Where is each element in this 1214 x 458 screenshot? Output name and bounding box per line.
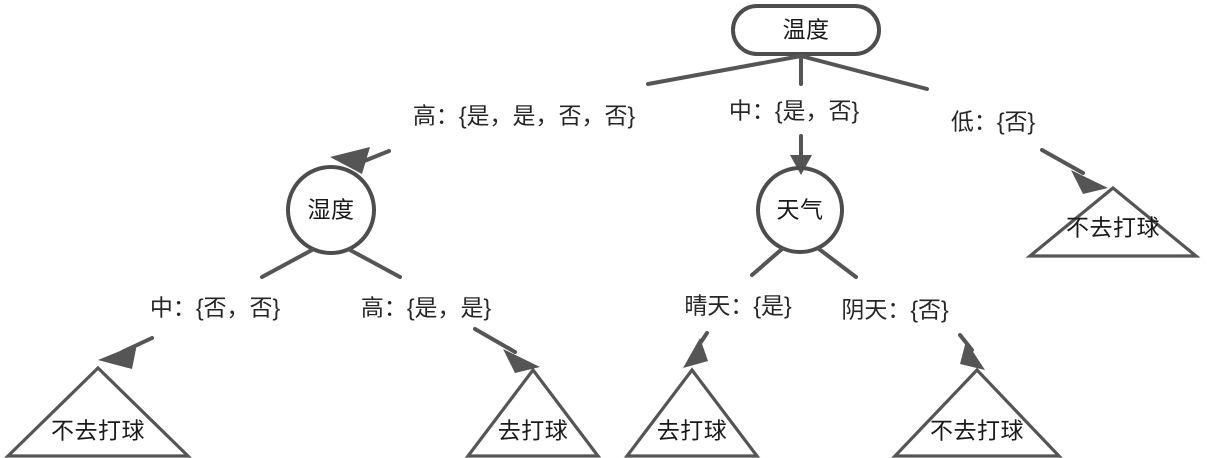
arrowhead-humidity-to-leaf-left (98, 344, 137, 369)
edge-humidity-to-leaf-right-lower (473, 327, 517, 354)
arrowhead-root-to-weather (790, 155, 812, 175)
leaf-label-4: 不去打球 (930, 417, 1024, 444)
leaf-triangle-2[interactable] (464, 367, 602, 458)
leaf-label-5: 不去打球 (1066, 214, 1160, 241)
edge-label-root-to-leaf-right: 低：{否} (950, 108, 1036, 135)
arrowhead-weather-to-leaf-right (960, 341, 985, 370)
edge-weather-to-leaf-left-upper (750, 247, 784, 277)
leaf-triangle-1[interactable] (4, 365, 192, 458)
root-node-label: 温度 (782, 16, 830, 43)
edge-label-weather-to-leaf-left: 晴天：{是} (684, 292, 792, 319)
arrowhead-humidity-to-leaf-right (503, 349, 540, 373)
edge-label-root-to-weather: 中：{是，否} (728, 97, 860, 124)
edge-label-weather-to-leaf-right: 阴天：{否} (841, 296, 949, 323)
root-node-shape[interactable] (731, 4, 881, 56)
arrowhead-root-to-leaf-right (1071, 170, 1108, 194)
leaf-triangle-5[interactable] (1025, 185, 1201, 258)
edge-humidity-to-leaf-left-upper (260, 248, 314, 279)
edge-root-to-leaf-right (799, 54, 929, 91)
arrowhead-weather-to-leaf-left (683, 338, 708, 368)
edge-label-humidity-to-leaf-left: 中：{否，否} (149, 294, 281, 321)
weather-node-label: 天气 (776, 196, 824, 223)
edge-label-root-to-humidity: 高：{是，是，否，否} (412, 102, 636, 129)
leaf-label-2: 去打球 (497, 417, 569, 444)
leaf-triangle-3[interactable] (623, 367, 761, 458)
edge-humidity-to-leaf-right-upper (348, 248, 402, 279)
weather-node-shape[interactable] (756, 166, 844, 254)
humidity-node-shape[interactable] (286, 165, 376, 255)
leaf-triangle-4[interactable] (891, 367, 1063, 458)
arrowhead-root-to-humidity (330, 147, 370, 174)
edge-label-humidity-to-leaf-right: 高：{是，是} (360, 294, 492, 321)
edge-weather-to-leaf-right-upper (817, 247, 858, 279)
leaf-label-1: 不去打球 (51, 417, 145, 444)
humidity-node-label: 湿度 (307, 196, 355, 223)
edge-root-to-humidity (646, 54, 803, 86)
leaf-label-3: 去打球 (656, 417, 728, 444)
edge-root-to-leaf-right-lower (1040, 148, 1085, 175)
